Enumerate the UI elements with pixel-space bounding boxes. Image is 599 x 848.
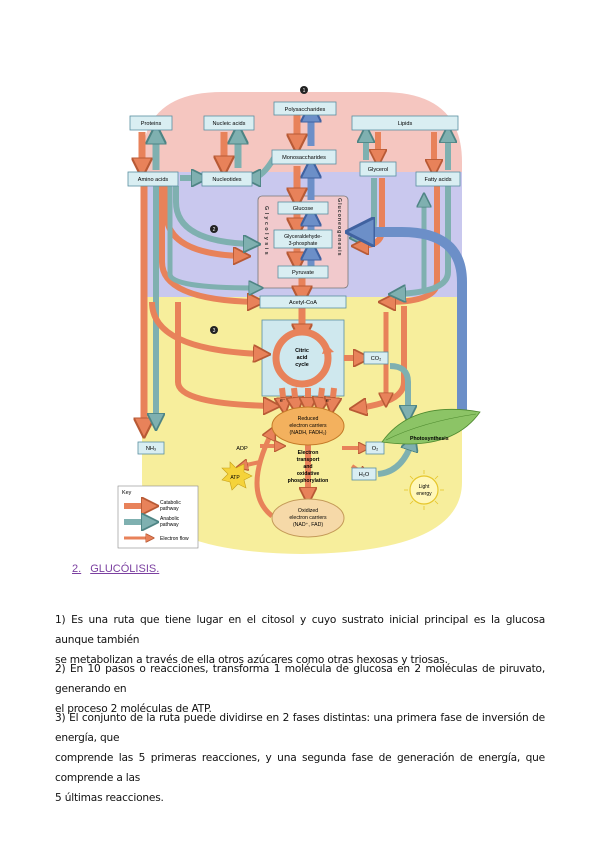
svg-text:Glyceraldehyde-: Glyceraldehyde-	[284, 234, 322, 240]
section-title-link[interactable]: GLUCÓLISIS.	[90, 563, 160, 575]
paragraph-line: 2) En 10 pasos o reacciones, transforma …	[55, 663, 545, 695]
svg-text:electron carriers: electron carriers	[289, 423, 327, 429]
electron-transport-label: Electron transport and oxidative phospho…	[288, 450, 329, 484]
paragraph-line: 1) Es una ruta que tiene lugar en el cit…	[55, 614, 545, 646]
paragraph-line: comprende las 5 primeras reacciones, y u…	[55, 752, 545, 784]
svg-text:Oxidized: Oxidized	[298, 508, 318, 514]
svg-text:oxidative: oxidative	[297, 471, 320, 477]
gluconeogenesis-vertical-label: Gluconeogenesis	[336, 198, 342, 256]
legend-item-electron-flow: Electron flow	[124, 536, 189, 542]
oxidized-electron-carriers: Oxidized electron carriers (NAD⁺, FAD)	[271, 498, 345, 538]
svg-text:H₂O: H₂O	[359, 472, 370, 478]
svg-text:Key: Key	[122, 490, 132, 496]
svg-text:ATP: ATP	[230, 475, 240, 481]
svg-text:NH₃: NH₃	[146, 446, 156, 452]
legend-item-catabolic: Catabolic pathway	[124, 500, 181, 512]
label-e-minus-right: e⁻	[326, 398, 332, 404]
box-o2: O₂	[365, 441, 385, 455]
glycolysis-vertical-label: Glycolysis	[263, 206, 269, 257]
box-co2: CO₂	[363, 351, 389, 365]
box-lipids: Lipids	[351, 115, 459, 131]
svg-text:transport: transport	[297, 457, 320, 463]
svg-text:Electron: Electron	[298, 450, 319, 456]
label-adp: ADP	[236, 446, 248, 452]
label-e-minus-left: e⁻	[280, 398, 286, 404]
legend-key: Key Catabolic pathway Anabolic pathway E…	[117, 485, 199, 549]
box-pyruvate: Pyruvate	[277, 265, 329, 279]
svg-text:Nucleic acids: Nucleic acids	[213, 121, 246, 127]
leaf-photosynthesis: Photosynthesis	[381, 409, 481, 445]
svg-text:3-phosphate: 3-phosphate	[289, 241, 318, 247]
box-nucleic-acids: Nucleic acids	[203, 115, 255, 131]
box-h2o: H₂O	[351, 467, 377, 481]
svg-text:Monosaccharides: Monosaccharides	[282, 155, 326, 161]
zone-marker-1: 1	[300, 86, 308, 94]
paragraph-line: 5 últimas reacciones.	[55, 792, 164, 804]
metabolism-diagram: 1 2 3	[117, 86, 481, 554]
svg-text:Catabolic: Catabolic	[160, 500, 181, 506]
svg-text:Proteins: Proteins	[141, 121, 162, 127]
svg-text:energy: energy	[416, 491, 432, 497]
svg-text:Lipids: Lipids	[398, 121, 413, 127]
svg-text:Anabolic: Anabolic	[160, 516, 180, 522]
svg-text:pathway: pathway	[160, 506, 179, 512]
svg-text:Acetyl-CoA: Acetyl-CoA	[289, 300, 317, 306]
paragraph-line: el proceso 2 moléculas de ATP.	[55, 703, 212, 715]
svg-text:Pyruvate: Pyruvate	[292, 270, 314, 276]
paragraph-line: se metabolizan a través de ella otros az…	[55, 654, 448, 666]
sun-light-energy: Light energy	[404, 470, 444, 510]
citric-acid-cycle: Citric acid cycle	[272, 328, 334, 388]
box-nh3: NH₃	[137, 441, 165, 455]
svg-text:Glucose: Glucose	[293, 206, 314, 212]
svg-text:Nucleotides: Nucleotides	[212, 177, 241, 183]
svg-text:and: and	[303, 464, 312, 470]
zone-marker-2: 2	[210, 225, 218, 233]
paragraph-line: 3) El conjunto de la ruta puede dividirs…	[55, 712, 545, 744]
svg-text:Amino acids: Amino acids	[138, 177, 169, 183]
reduced-electron-carriers: Reduced electron carriers (NADH, FADH₂)	[271, 406, 345, 446]
svg-text:Fatty acids: Fatty acids	[424, 177, 451, 183]
atp-starburst: ATP	[221, 461, 253, 491]
svg-text:electron carriers: electron carriers	[289, 515, 327, 521]
svg-text:Polysaccharides: Polysaccharides	[285, 107, 326, 113]
box-amino-acids: Amino acids	[127, 171, 179, 187]
svg-text:Electron flow: Electron flow	[160, 536, 189, 542]
svg-text:acid: acid	[297, 355, 308, 361]
box-glyceraldehyde-3-phosphate: Glyceraldehyde- 3-phosphate	[273, 229, 333, 249]
svg-text:Photosynthesis: Photosynthesis	[410, 436, 449, 442]
svg-text:2: 2	[213, 227, 216, 233]
svg-text:Reduced: Reduced	[298, 416, 319, 422]
pathway-arrows	[142, 110, 467, 518]
svg-text:(NAD⁺, FAD): (NAD⁺, FAD)	[293, 522, 323, 528]
svg-text:cycle: cycle	[295, 362, 309, 368]
legend-item-anabolic: Anabolic pathway	[124, 516, 180, 528]
svg-text:(NADH, FADH₂): (NADH, FADH₂)	[290, 430, 327, 436]
box-nucleotides: Nucleotides	[201, 171, 253, 187]
svg-text:O₂: O₂	[372, 446, 379, 452]
section-heading[interactable]: 2. GLUCÓLISIS.	[72, 563, 159, 575]
zone-marker-3: 3	[210, 326, 218, 334]
svg-text:1: 1	[303, 88, 306, 94]
paragraph-1: 1) Es una ruta que tiene lugar en el cit…	[55, 610, 545, 670]
box-glucose: Glucose	[277, 201, 329, 215]
box-glycerol: Glycerol	[359, 161, 397, 177]
svg-text:Light: Light	[419, 484, 430, 490]
box-monosaccharides: Monosaccharides	[271, 149, 337, 165]
svg-text:CO₂: CO₂	[371, 356, 382, 362]
svg-text:Citric: Citric	[295, 348, 309, 354]
svg-text:3: 3	[213, 328, 216, 334]
box-proteins: Proteins	[129, 115, 173, 131]
svg-text:Glycerol: Glycerol	[368, 167, 389, 173]
paragraph-2: 2) En 10 pasos o reacciones, transforma …	[55, 659, 545, 719]
paragraph-3: 3) El conjunto de la ruta puede dividirs…	[55, 708, 545, 808]
box-acetyl-coa: Acetyl-CoA	[259, 295, 347, 309]
section-number: 2.	[72, 563, 82, 575]
box-fatty-acids: Fatty acids	[415, 171, 461, 187]
svg-text:phosphorylation: phosphorylation	[288, 478, 329, 484]
box-polysaccharides: Polysaccharides	[273, 101, 337, 116]
svg-text:pathway: pathway	[160, 522, 179, 528]
